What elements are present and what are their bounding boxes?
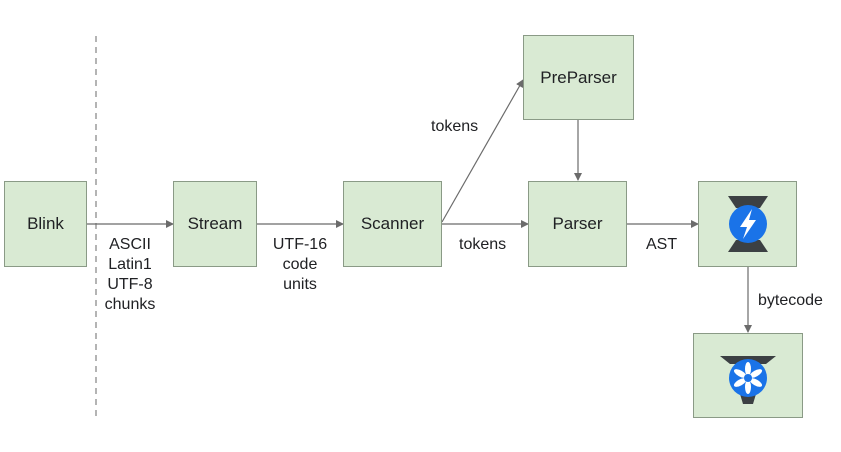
preparser-node-label: PreParser bbox=[540, 67, 617, 87]
parser-node: Parser bbox=[528, 181, 627, 267]
edge-label-line: UTF-8 bbox=[107, 276, 153, 293]
ignition-interpreter-icon bbox=[728, 196, 768, 252]
arrow-scanner-to-preparser bbox=[441, 79, 524, 223]
turbofan-node bbox=[693, 333, 803, 418]
edge-label-line: UTF-16 bbox=[272, 236, 328, 253]
stream-node: Stream bbox=[173, 181, 257, 267]
edge-label-blink-to-stream: ASCII Latin1 UTF-8 chunks bbox=[96, 235, 164, 315]
edge-label-scanner-to-preparser: tokens bbox=[431, 118, 479, 135]
blink-node: Blink bbox=[4, 181, 87, 267]
scanner-node: Scanner bbox=[343, 181, 442, 267]
edge-label-scanner-to-parser: tokens bbox=[459, 236, 507, 253]
scanner-node-label: Scanner bbox=[360, 214, 425, 233]
edge-label-line: Latin1 bbox=[108, 256, 152, 273]
edge-label-stream-to-scanner: UTF-16 code units bbox=[263, 235, 337, 295]
ignition-node bbox=[698, 181, 797, 267]
preparser-node: PreParser bbox=[523, 35, 634, 120]
edge-label-line: units bbox=[283, 276, 317, 293]
turbofan-compiler-icon bbox=[720, 356, 776, 404]
edge-label-line: code bbox=[282, 256, 318, 273]
stream-node-label: Stream bbox=[187, 214, 243, 233]
edge-label-ignition-to-turbofan: bytecode bbox=[758, 292, 823, 309]
edge-label-line: chunks bbox=[104, 296, 156, 313]
blink-node-label: Blink bbox=[27, 214, 64, 233]
edge-label-parser-to-ignition: AST bbox=[646, 236, 678, 253]
edge-label-line: ASCII bbox=[109, 236, 151, 253]
parser-node-label: Parser bbox=[552, 214, 603, 233]
